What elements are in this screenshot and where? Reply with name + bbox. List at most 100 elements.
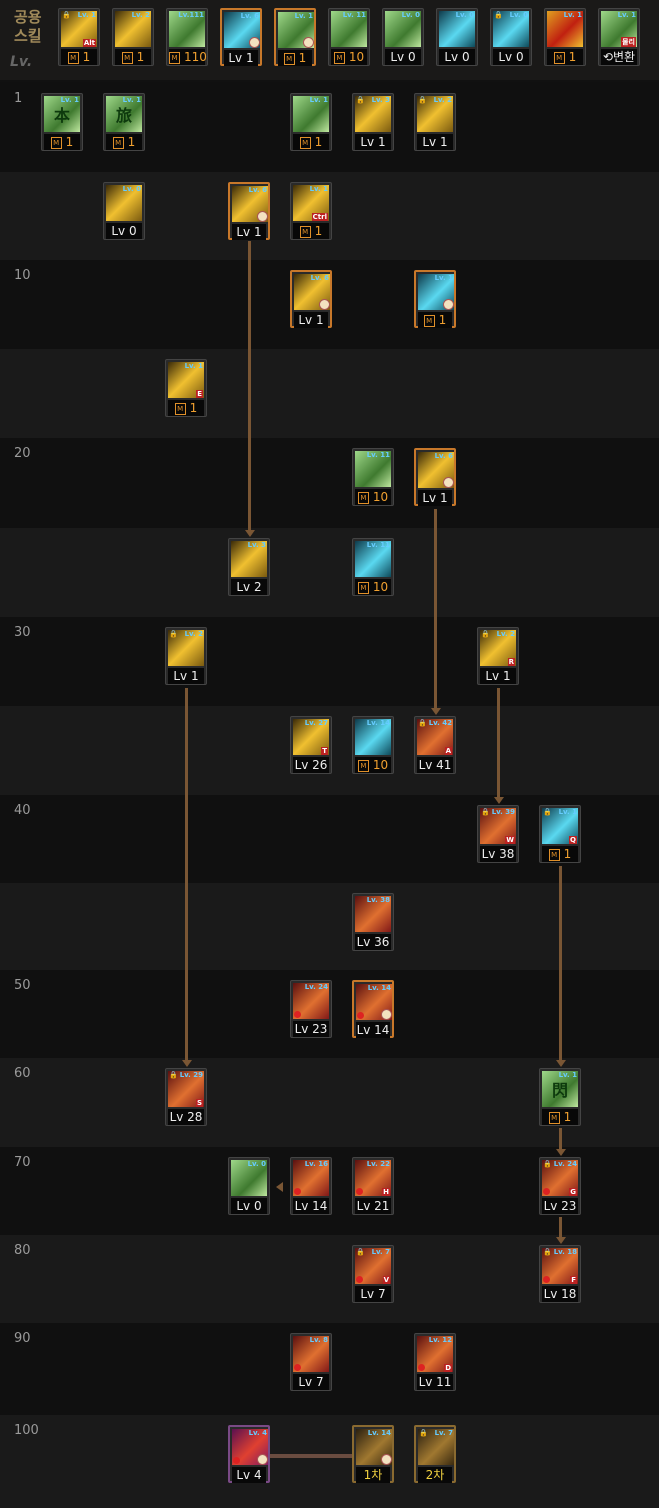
skill-level-label: Lv 7 bbox=[355, 1286, 391, 1302]
hotkey-badge: R bbox=[507, 658, 515, 666]
mastery-icon: M bbox=[357, 582, 369, 594]
skill-level-badge: Lv. 12 bbox=[428, 1336, 452, 1344]
skill-level-badge: Lv.111 bbox=[178, 11, 204, 19]
skill-level-label: Lv 0 bbox=[385, 49, 421, 65]
mastery-icon: M bbox=[283, 53, 295, 65]
clock-icon bbox=[319, 299, 330, 310]
skill-icon: Lv. 1 bbox=[547, 11, 583, 47]
warning-icon bbox=[543, 1188, 550, 1195]
prerequisite-line bbox=[559, 866, 562, 1061]
skill-icon: Lv. 14 bbox=[356, 1429, 392, 1465]
level-row-band bbox=[0, 1415, 659, 1508]
prerequisite-line bbox=[434, 509, 437, 709]
clock-icon bbox=[443, 299, 454, 310]
lock-icon: 🔒 bbox=[356, 1248, 365, 1256]
skill-level-badge: Lv. 1 bbox=[294, 12, 313, 20]
skill-level-badge: Lv. 2 bbox=[131, 11, 150, 19]
warning-icon bbox=[356, 1276, 363, 1283]
prerequisite-line bbox=[559, 1217, 562, 1238]
skill-icon: Lv. 1 bbox=[418, 274, 454, 310]
skill-icon: Lv. 6 bbox=[232, 186, 268, 222]
skill-level-label: Lv 1 bbox=[480, 668, 516, 684]
skill-level-label: Lv 28 bbox=[168, 1109, 204, 1125]
level-row-band bbox=[0, 528, 659, 617]
lock-icon: 🔒 bbox=[169, 1071, 178, 1079]
skill-level-badge: Lv. 2 bbox=[433, 96, 452, 104]
skill-glyph: 旅 bbox=[115, 106, 132, 125]
mastery-icon: M bbox=[67, 52, 79, 64]
hotkey-badge: G bbox=[569, 1188, 577, 1196]
skill-level-badge: Lv. 1 bbox=[617, 11, 636, 19]
mastery-icon: M bbox=[357, 492, 369, 504]
mastery-icon: M bbox=[169, 52, 180, 64]
skill-icon: 🔒Lv. 2 bbox=[417, 96, 453, 132]
skill-glyph: 本 bbox=[53, 106, 70, 125]
lock-icon: 🔒 bbox=[418, 719, 427, 727]
skill-level-badge: Lv. 1 bbox=[184, 362, 203, 370]
lock-icon: 🔒 bbox=[543, 1248, 552, 1256]
clock-icon bbox=[257, 211, 268, 222]
hotkey-badge: 물리 bbox=[621, 37, 636, 47]
warning-icon bbox=[357, 1012, 364, 1019]
warning-icon bbox=[356, 1188, 363, 1195]
